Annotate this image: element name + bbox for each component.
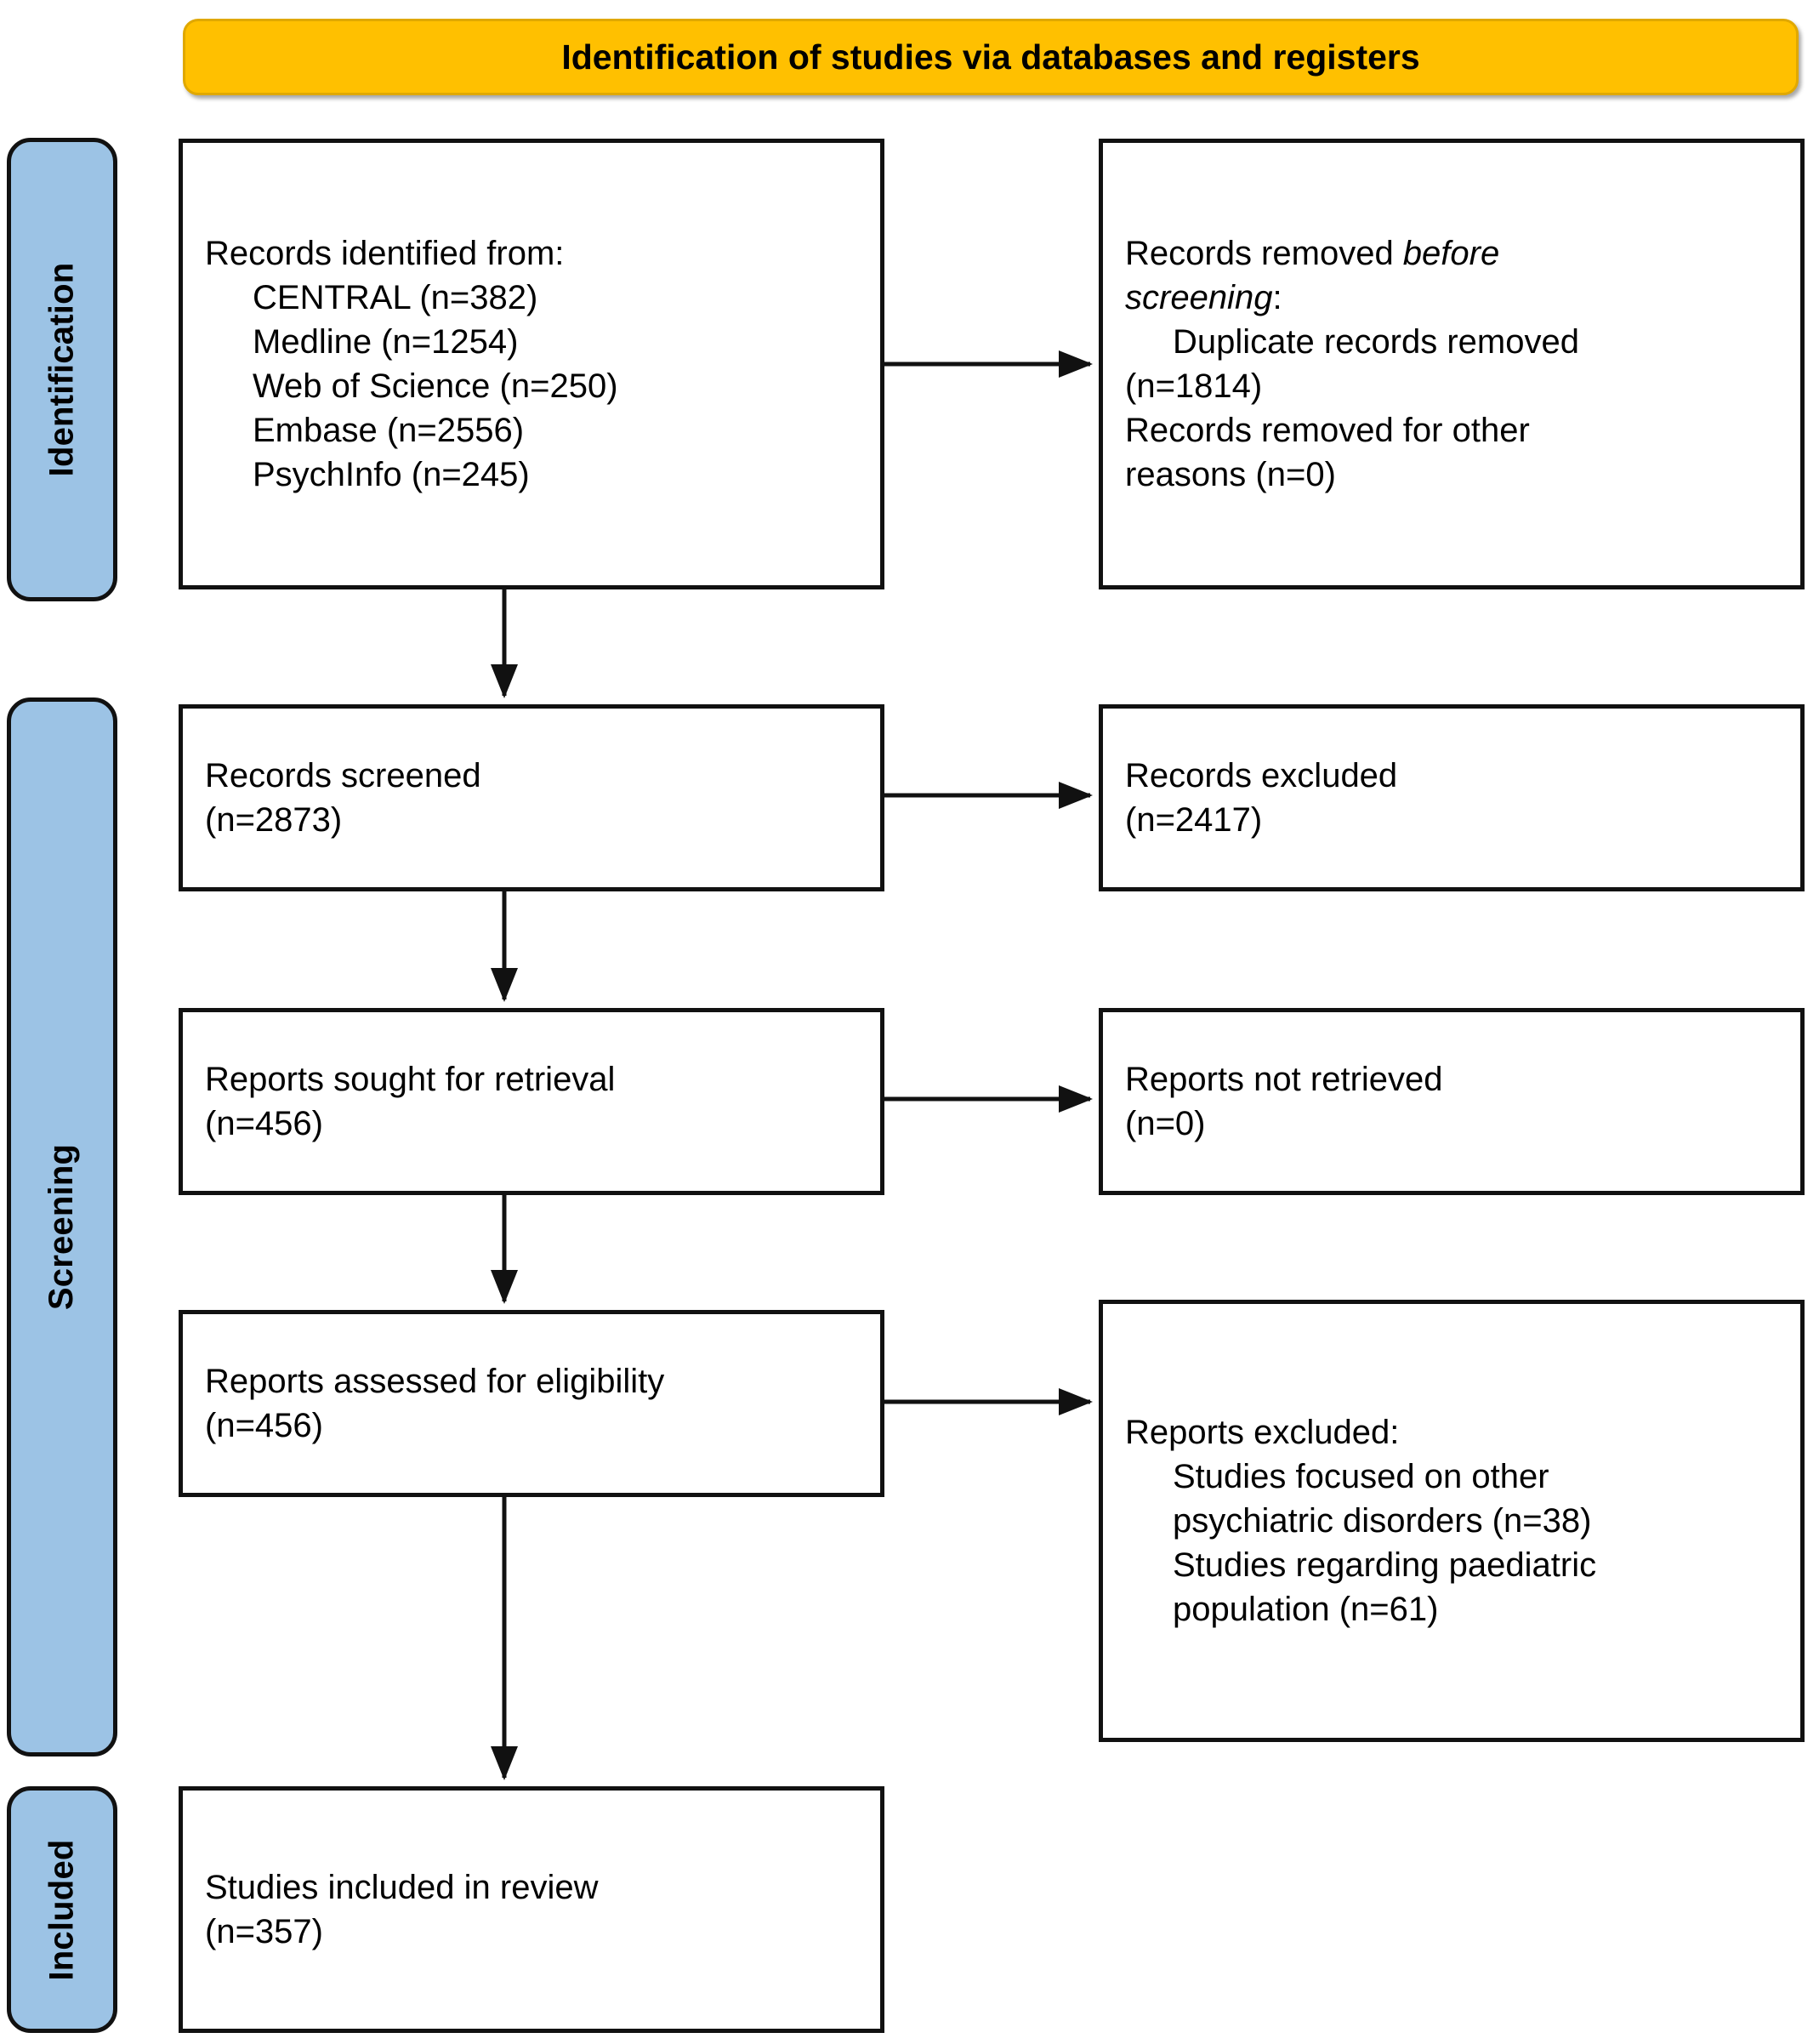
- records-removed-line-1-plain: Records removed: [1125, 235, 1403, 272]
- reports-sought-line-1: Reports sought for retrieval: [205, 1061, 616, 1098]
- records-identified-line-3: Medline (n=1254): [253, 323, 519, 361]
- phase-tab-included: Included: [7, 1786, 117, 2033]
- reports-not-retrieved-line-1: Reports not retrieved: [1125, 1061, 1443, 1098]
- records-removed-line-4: (n=1814): [1125, 367, 1263, 405]
- records-identified-line-4: Web of Science (n=250): [253, 367, 618, 405]
- reports-excluded-line-2: Studies focused on other: [1173, 1458, 1549, 1495]
- phase-tab-screening: Screening: [7, 697, 117, 1756]
- box-records-screened: Records screened (n=2873): [179, 704, 884, 891]
- records-screened-line-1: Records screened: [205, 757, 481, 794]
- records-removed-line-2-plain: :: [1272, 279, 1282, 316]
- reports-sought-line-2: (n=456): [205, 1105, 323, 1142]
- reports-excluded-line-5: population (n=61): [1173, 1591, 1439, 1628]
- reports-excluded-line-1: Reports excluded:: [1125, 1414, 1400, 1451]
- records-removed-line-6: reasons (n=0): [1125, 456, 1336, 493]
- reports-excluded-line-4: Studies regarding paediatric: [1173, 1546, 1597, 1584]
- records-identified-line-6: PsychInfo (n=245): [253, 456, 530, 493]
- box-reports-excluded: Reports excluded: Studies focused on oth…: [1099, 1300, 1805, 1742]
- box-records-excluded: Records excluded (n=2417): [1099, 704, 1805, 891]
- phase-tab-identification-label: Identification: [43, 262, 81, 477]
- diagram-title: Identification of studies via databases …: [561, 37, 1420, 77]
- reports-not-retrieved-line-2: (n=0): [1125, 1105, 1206, 1142]
- records-excluded-line-2: (n=2417): [1125, 801, 1263, 839]
- records-identified-line-1: Records identified from:: [205, 235, 565, 272]
- reports-assessed-line-1: Reports assessed for eligibility: [205, 1363, 665, 1400]
- phase-tab-screening-label: Screening: [43, 1143, 81, 1311]
- records-removed-line-5: Records removed for other: [1125, 412, 1530, 449]
- box-records-removed-before-screening: Records removed before screening: Duplic…: [1099, 139, 1805, 589]
- records-removed-line-2-emphasis: screening: [1125, 279, 1273, 316]
- records-removed-line-1-emphasis: before: [1402, 235, 1500, 272]
- box-records-identified: Records identified from: CENTRAL (n=382)…: [179, 139, 884, 589]
- box-studies-included-in-review: Studies included in review (n=357): [179, 1786, 884, 2033]
- studies-included-line-1: Studies included in review: [205, 1869, 599, 1906]
- studies-included-line-2: (n=357): [205, 1913, 323, 1950]
- reports-assessed-line-2: (n=456): [205, 1407, 323, 1444]
- records-removed-line-3: Duplicate records removed: [1173, 323, 1579, 361]
- records-screened-line-2: (n=2873): [205, 801, 343, 839]
- records-excluded-line-1: Records excluded: [1125, 757, 1398, 794]
- records-removed-line-1: Records removed before: [1125, 231, 1778, 276]
- box-reports-sought-for-retrieval: Reports sought for retrieval (n=456): [179, 1008, 884, 1195]
- reports-excluded-line-3: psychiatric disorders (n=38): [1173, 1502, 1592, 1540]
- phase-tab-included-label: Included: [43, 1838, 81, 1981]
- phase-tab-identification: Identification: [7, 138, 117, 601]
- box-reports-not-retrieved: Reports not retrieved (n=0): [1099, 1008, 1805, 1195]
- diagram-title-banner: Identification of studies via databases …: [183, 19, 1799, 95]
- box-reports-assessed-for-eligibility: Reports assessed for eligibility (n=456): [179, 1310, 884, 1497]
- records-identified-line-5: Embase (n=2556): [253, 412, 525, 449]
- records-identified-line-2: CENTRAL (n=382): [253, 279, 538, 316]
- records-removed-line-2: screening:: [1125, 276, 1778, 320]
